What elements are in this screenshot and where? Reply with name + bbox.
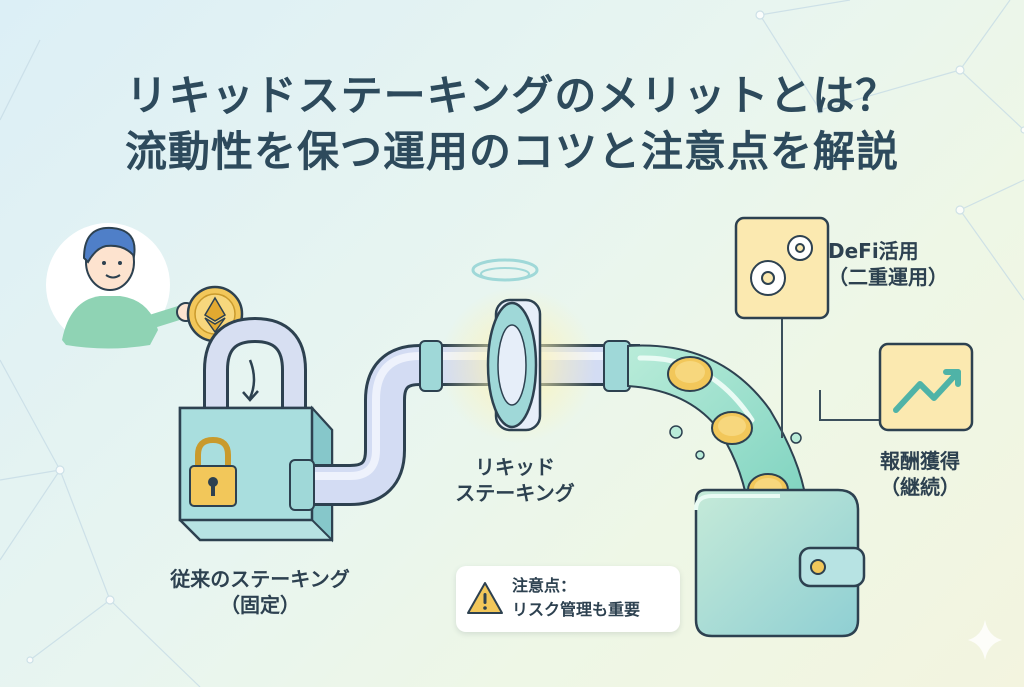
- defi-gear-card: [734, 216, 830, 320]
- reward-label: 報酬獲得 （継続）: [850, 448, 990, 500]
- page-subtitle: 流動性を保つ運用のコツと注意点を解説: [124, 127, 899, 176]
- pipe: [289, 340, 640, 511]
- caution-box: 注意点： リスク管理も重要: [456, 566, 680, 632]
- liquid-label-line2: ステーキング: [455, 481, 575, 505]
- warning-triangle-icon: [467, 582, 503, 614]
- liquid-staking-label: リキッド ステーキング: [430, 454, 600, 506]
- defi-label-line2: （二重運用）: [828, 265, 948, 289]
- callout-lines: [781, 318, 900, 438]
- traditional-label-line1: 従来のステーキング: [170, 567, 350, 591]
- ethereum-coin-icon: [186, 285, 244, 343]
- traditional-staking-label: 従来のステーキング （固定）: [120, 566, 400, 618]
- caution-title: 注意点：: [512, 576, 577, 595]
- traditional-label-line2: （固定）: [220, 593, 300, 617]
- person-avatar: [46, 223, 196, 349]
- wallet-icon: [694, 488, 866, 638]
- liquid-staking-valve: [440, 258, 596, 443]
- defi-label: DeFi活用 （二重運用）: [828, 238, 978, 290]
- coin-icon: [711, 411, 753, 445]
- reward-label-line2: （継続）: [880, 475, 960, 499]
- sparkle-icon: [968, 620, 1002, 660]
- trend-up-icon: [893, 369, 961, 413]
- gear-icon: [750, 235, 813, 296]
- caution-text: 注意点： リスク管理も重要: [512, 574, 640, 622]
- reward-label-line1: 報酬獲得: [880, 449, 960, 473]
- defi-label-line1: DeFi活用: [828, 239, 919, 263]
- page-title: リキッドステーキングのメリットとは？: [125, 71, 899, 120]
- reward-chart-card: [878, 342, 974, 432]
- caution-message: リスク管理も重要: [512, 600, 641, 619]
- coin-icon: [667, 356, 713, 392]
- liquid-label-line1: リキッド: [475, 455, 555, 479]
